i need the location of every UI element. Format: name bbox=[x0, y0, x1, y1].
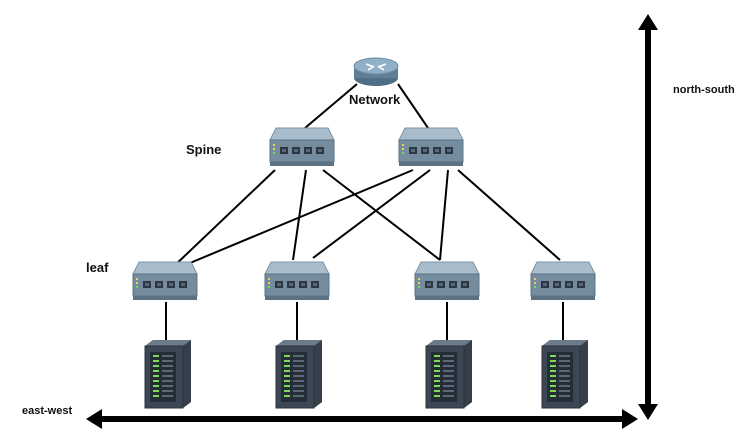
link-spine1-leaf3 bbox=[322, 169, 441, 261]
link-spine2-leaf2 bbox=[312, 169, 431, 259]
link-spine2-leaf3 bbox=[439, 169, 449, 261]
link-spine2-leaf4 bbox=[457, 169, 561, 261]
connection-lines bbox=[165, 83, 564, 340]
server-1-icon bbox=[144, 339, 192, 409]
east-west-label: east-west bbox=[22, 405, 73, 417]
leaf-switch-3-icon bbox=[414, 261, 480, 301]
east-west-arrow bbox=[86, 409, 638, 429]
server-3-icon bbox=[425, 339, 473, 409]
leaf-label: leaf bbox=[86, 260, 109, 275]
leaf-switch-1-icon bbox=[132, 261, 198, 301]
leaf-switch-2-icon bbox=[264, 261, 330, 301]
network-label: Network bbox=[349, 92, 401, 107]
link-network-spine1 bbox=[304, 83, 358, 129]
link-network-spine2 bbox=[397, 83, 429, 129]
server-2-icon bbox=[275, 339, 323, 409]
link-spine2-leaf1 bbox=[177, 169, 414, 269]
spine-label: Spine bbox=[186, 142, 222, 157]
north-south-label: north-south bbox=[673, 84, 735, 96]
link-spine1-leaf2 bbox=[292, 169, 307, 261]
router-icon bbox=[353, 57, 399, 86]
spine-switch-2-icon bbox=[398, 127, 464, 167]
leaf-switch-4-icon bbox=[530, 261, 596, 301]
spine-switch-1-icon bbox=[269, 127, 335, 167]
north-south-arrow bbox=[638, 14, 658, 420]
server-4-icon bbox=[541, 339, 589, 409]
link-spine1-leaf1 bbox=[171, 169, 276, 269]
